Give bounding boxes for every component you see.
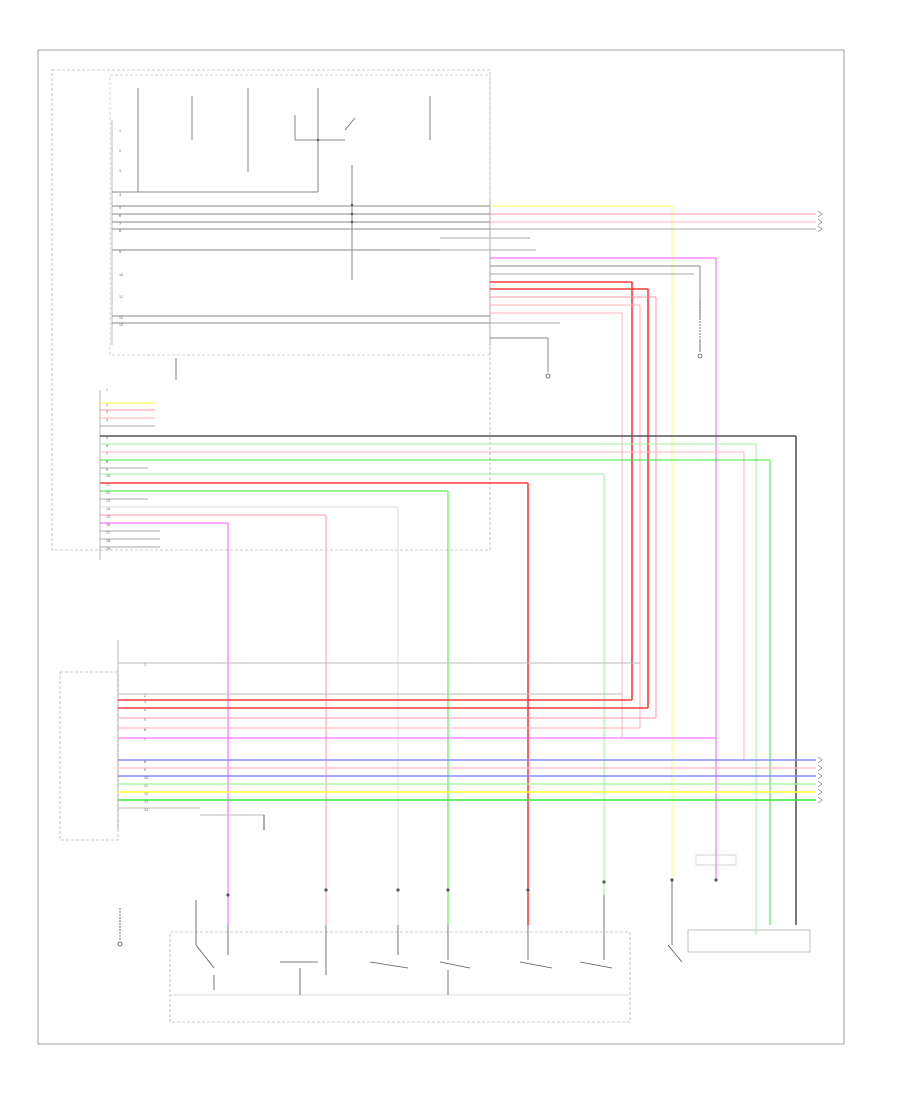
svg-text:4: 4 — [106, 418, 108, 422]
svg-text:12: 12 — [119, 316, 123, 320]
svg-text:14: 14 — [106, 507, 110, 511]
svg-text:5: 5 — [144, 718, 146, 722]
svg-text:5: 5 — [106, 436, 108, 440]
right-sensor-block — [687, 929, 811, 953]
lower-module-outline — [59, 671, 119, 841]
svg-text:2: 2 — [144, 694, 146, 698]
fuse-feeds — [137, 88, 431, 280]
svg-text:8: 8 — [119, 229, 121, 233]
svg-text:1: 1 — [119, 129, 121, 133]
svg-text:2: 2 — [119, 149, 121, 153]
svg-text:9: 9 — [106, 468, 108, 472]
svg-text:9: 9 — [119, 250, 121, 254]
svg-text:10: 10 — [106, 474, 110, 478]
svg-text:3: 3 — [119, 169, 121, 173]
top-right-wires — [440, 205, 816, 880]
connector-dots — [226, 138, 718, 897]
svg-text:8: 8 — [106, 460, 108, 464]
svg-text:14: 14 — [144, 808, 148, 812]
diagram-frame — [37, 49, 845, 1045]
svg-text:10: 10 — [144, 776, 148, 780]
upper-module-pin-numbers: 1 2 3 4 5 6 7 8 9 10 11 12 13 — [119, 129, 123, 327]
upper-module-outline — [51, 69, 491, 551]
right-connector-box — [695, 854, 737, 866]
main-module-pin-numbers: 1 2 3 4 5 6 7 8 9 10 11 12 13 14 15 16 1… — [106, 388, 110, 551]
svg-text:13: 13 — [119, 323, 123, 327]
svg-text:2: 2 — [106, 403, 108, 407]
svg-text:10: 10 — [119, 273, 123, 277]
svg-text:4: 4 — [119, 193, 121, 197]
svg-text:17: 17 — [106, 531, 110, 535]
svg-text:3: 3 — [106, 410, 108, 414]
svg-text:12: 12 — [144, 792, 148, 796]
headlight-dimmer-switch-assembly — [169, 931, 631, 1023]
svg-text:11: 11 — [106, 483, 110, 487]
svg-text:1: 1 — [106, 388, 108, 392]
svg-text:6: 6 — [119, 214, 121, 218]
svg-text:5: 5 — [119, 206, 121, 210]
svg-text:12: 12 — [106, 491, 110, 495]
svg-text:8: 8 — [144, 760, 146, 764]
svg-text:15: 15 — [106, 515, 110, 519]
svg-text:6: 6 — [106, 444, 108, 448]
svg-text:18: 18 — [106, 539, 110, 543]
svg-text:13: 13 — [106, 499, 110, 503]
svg-text:16: 16 — [106, 523, 110, 527]
svg-text:11: 11 — [119, 295, 123, 299]
svg-text:11: 11 — [144, 784, 148, 788]
main-module-wires — [100, 402, 797, 935]
ground-symbol-left — [117, 908, 123, 947]
svg-text:4: 4 — [144, 708, 146, 712]
upper-gray-wires — [112, 191, 490, 324]
svg-text:13: 13 — [144, 800, 148, 804]
svg-text:7: 7 — [106, 452, 108, 456]
ground-symbols-upper — [175, 300, 703, 380]
off-page-arrows — [817, 210, 823, 804]
svg-text:7: 7 — [144, 738, 146, 742]
svg-text:6: 6 — [144, 728, 146, 732]
lower-module-wires — [118, 662, 816, 830]
svg-text:7: 7 — [119, 222, 121, 226]
lower-module-pin-numbers: 1 2 3 4 5 6 7 8 9 10 11 12 13 14 — [144, 663, 148, 812]
fuse-block-outline — [109, 74, 491, 356]
svg-text:3: 3 — [144, 700, 146, 704]
switch-contacts — [195, 880, 683, 995]
svg-text:19: 19 — [106, 547, 110, 551]
svg-text:9: 9 — [144, 768, 146, 772]
svg-text:1: 1 — [144, 663, 146, 667]
